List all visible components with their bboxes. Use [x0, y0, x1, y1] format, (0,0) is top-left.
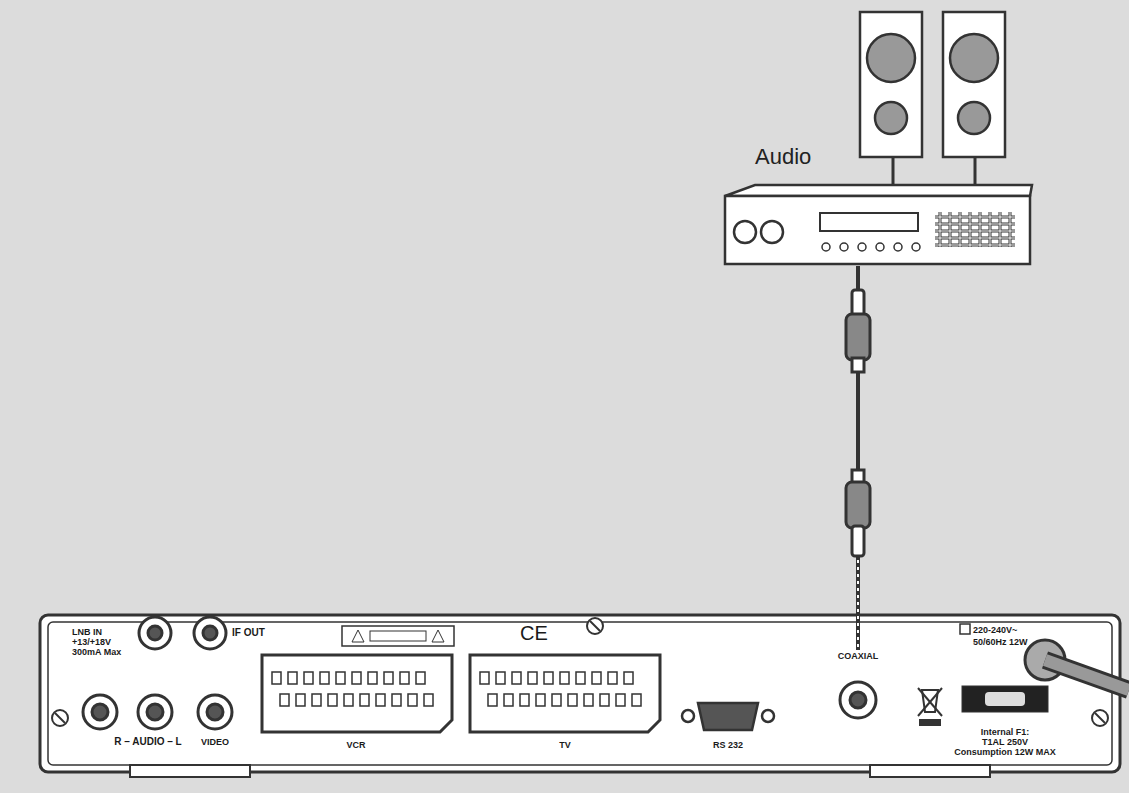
scart-pin	[280, 694, 289, 706]
coaxial-jack: COAXIAL	[820, 650, 896, 720]
f-connector	[139, 617, 226, 649]
rca-plug	[846, 290, 870, 556]
panel-label: CE	[520, 622, 548, 644]
coaxial-jack	[840, 682, 876, 718]
panel-label: VIDEO	[201, 737, 229, 747]
dsub-connector	[682, 703, 774, 730]
scart-pin	[544, 672, 553, 684]
scart-pin	[576, 672, 585, 684]
scart-pin	[536, 694, 545, 706]
panel-label: Consumption 12W MAX	[954, 747, 1056, 757]
receiver-panel	[40, 615, 1129, 777]
scart-pin	[480, 672, 489, 684]
scart-pin	[376, 694, 385, 706]
scart-pin	[496, 672, 505, 684]
scart-pin	[512, 672, 521, 684]
scart-pin	[360, 694, 369, 706]
scart-pin	[584, 694, 593, 706]
panel-label: T1AL 250V	[982, 737, 1028, 747]
panel-label: 50/60Hz 12W	[973, 637, 1028, 647]
scart-pin	[568, 694, 577, 706]
scart-pin	[312, 694, 321, 706]
panel-label: 220-240V~	[973, 625, 1017, 635]
panel-label: Internal F1:	[981, 727, 1030, 737]
scart-pin	[632, 694, 641, 706]
panel-label: R – AUDIO – L	[114, 737, 181, 747]
panel-label: TV	[559, 740, 571, 750]
rca-jack	[83, 695, 232, 729]
scart-pin	[320, 672, 329, 684]
scart-pin	[304, 672, 313, 684]
scart-pin	[624, 672, 633, 684]
scart-pin	[344, 694, 353, 706]
scart-pin	[416, 672, 425, 684]
scart-pin	[336, 672, 345, 684]
scart-pin	[328, 694, 337, 706]
panel-label: LNB IN	[72, 627, 102, 637]
panel-label: +13/+18V	[72, 637, 111, 647]
scart-pin	[608, 672, 617, 684]
scart-pin	[368, 672, 377, 684]
recycle-icon	[918, 688, 942, 725]
scart-pin	[272, 672, 281, 684]
scart-pin	[384, 672, 393, 684]
speaker-wire	[893, 157, 975, 188]
scart-pin	[352, 672, 361, 684]
scart-connector	[262, 655, 660, 732]
panel-label: 300mA Max	[72, 647, 121, 657]
scart-pin	[400, 672, 409, 684]
scart-pin	[528, 672, 537, 684]
panel-label: VCR	[346, 740, 365, 750]
speaker	[860, 12, 1005, 157]
scart-pin	[600, 694, 609, 706]
scart-pin	[392, 694, 401, 706]
amplifier	[725, 185, 1032, 264]
panel-label: IF OUT	[232, 628, 265, 638]
scart-pin	[488, 694, 497, 706]
scart-pin	[560, 672, 569, 684]
scart-pin	[424, 694, 433, 706]
scart-pin	[296, 694, 305, 706]
scart-pin	[408, 694, 417, 706]
audio-amplifier: Audio	[725, 142, 1032, 266]
scart-pin	[592, 672, 601, 684]
scart-pin	[520, 694, 529, 706]
node-label: COAXIAL	[838, 651, 879, 662]
scart-pin	[288, 672, 297, 684]
panel-label: RS 232	[713, 740, 743, 750]
node-label: Audio	[755, 145, 811, 169]
scart-pin	[504, 694, 513, 706]
scart-pin	[552, 694, 561, 706]
scart-pin	[616, 694, 625, 706]
